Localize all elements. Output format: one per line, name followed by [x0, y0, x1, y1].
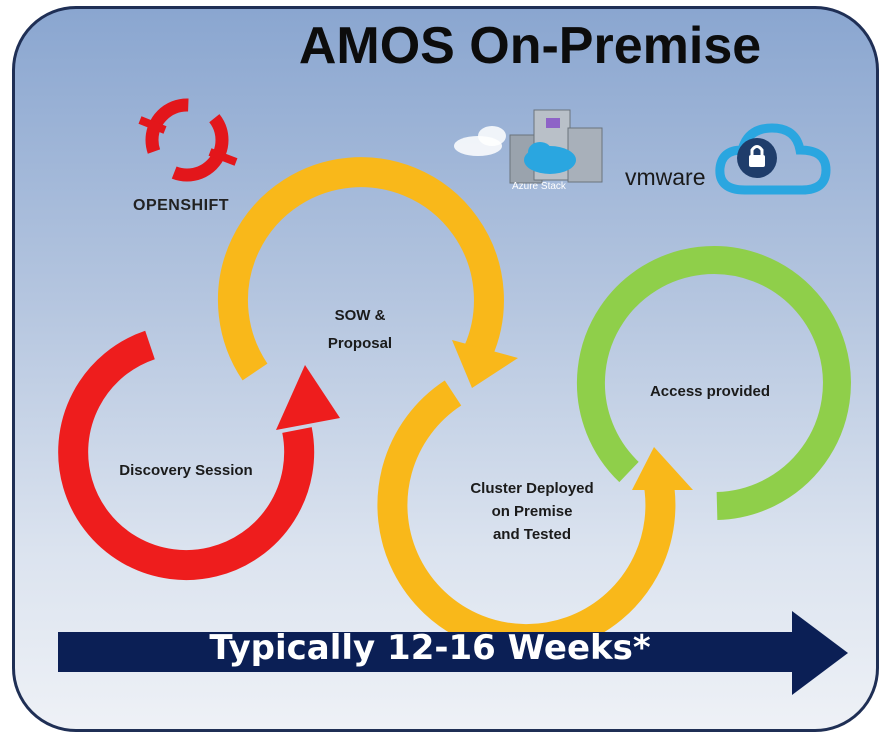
step-label-cluster: Cluster Deployed on Premise and Tested [470, 480, 594, 543]
step-access-arc [576, 246, 851, 520]
openshift-logo-text: OPENSHIFT [133, 197, 230, 214]
azure-stack-label: Azure Stack [512, 181, 566, 192]
openshift-logo-icon [138, 98, 238, 182]
arrowhead-icon [452, 340, 518, 388]
timeline-text: Typically 12-16 Weeks* [209, 628, 651, 668]
timeline-arrow [58, 611, 848, 695]
step-cluster-arc [377, 380, 693, 655]
lock-cloud-icon [715, 123, 831, 195]
step-label-discovery: Discovery Session [119, 462, 253, 479]
step-sow-arc [217, 157, 518, 388]
step-discovery-arc [58, 330, 340, 581]
step-label-access: Access provided [649, 383, 771, 400]
azure-stack-icon [454, 109, 603, 184]
page-title: AMOS On-Premise [298, 17, 762, 75]
arrowhead-icon [276, 365, 340, 430]
vmware-logo-text: vmware [625, 164, 706, 190]
step-label-sow: SOW & Proposal [327, 307, 393, 352]
arrowhead-icon [632, 447, 693, 490]
